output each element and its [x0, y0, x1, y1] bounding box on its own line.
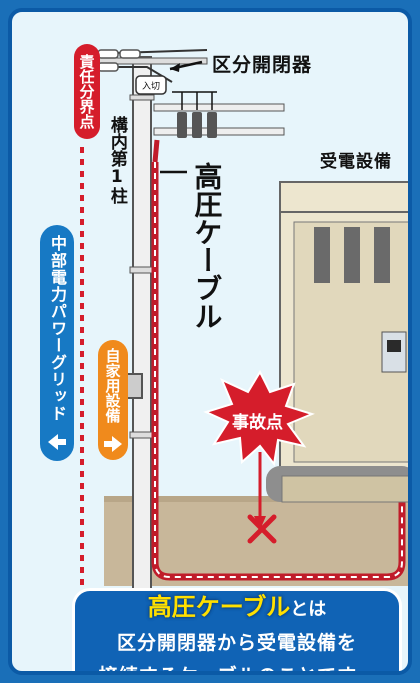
- grid-company-badge: 中部電力パワーグリッド: [40, 225, 74, 461]
- section-switch: [135, 75, 167, 95]
- switch-label-text: 入切: [142, 81, 160, 92]
- responsibility-point-badge: 責任分界点: [74, 44, 100, 139]
- explanation-box: 高圧ケーブルとは 区分開閉器から受電設備を 接続するケーブルのことです。: [72, 587, 402, 671]
- explanation-title: 高圧ケーブルとは: [75, 587, 399, 622]
- power-receiving-equipment: [266, 181, 408, 503]
- fault-x-mark: [247, 514, 277, 544]
- explanation-highlight: 高圧ケーブル: [147, 593, 291, 621]
- explanation-line-2: 接続するケーブルのことです。: [75, 661, 399, 671]
- own-equipment-text: 自家用設備: [103, 348, 122, 423]
- accident-label: 事故点: [232, 413, 283, 433]
- equipment-label: 受電設備: [320, 152, 392, 172]
- left-arrow-icon: [48, 434, 66, 450]
- accident-burst: [203, 369, 315, 467]
- explanation-suffix: とは: [290, 599, 327, 620]
- responsibility-point-text: 責任分界点: [77, 54, 96, 129]
- utility-pole: [132, 56, 152, 598]
- diagram-graphics: 入切: [80, 49, 408, 598]
- switch-label: 区分開閉器: [212, 54, 313, 76]
- right-arrow-icon: [104, 436, 122, 452]
- grid-company-text: 中部電力パワーグリッド: [48, 235, 67, 422]
- cable-label: 高圧ケーブル: [190, 162, 224, 330]
- diagram-frame: 入切: [8, 8, 412, 675]
- explanation-line-1: 区分開閉器から受電設備を: [116, 632, 357, 654]
- pole-label: 構内第1柱: [106, 116, 127, 204]
